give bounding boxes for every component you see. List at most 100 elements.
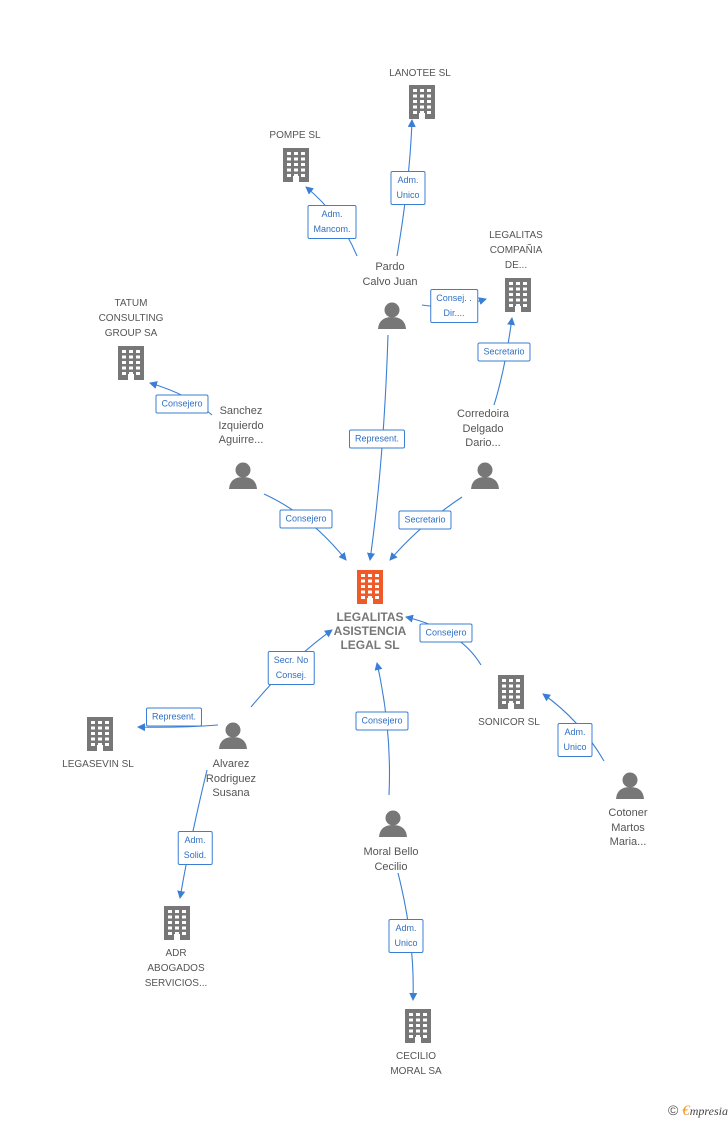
building-icon (405, 1009, 431, 1043)
edge-label-corredoira-to-legalitas_asistencia[interactable]: Secretario (398, 510, 452, 530)
edge-label-moral-to-legalitas_asistencia[interactable]: Consejero (355, 711, 409, 731)
edge-corredoira-to-legalitas_compania (493, 317, 516, 406)
edge-label-moral-to-cecilio_sa[interactable]: Adm.Unico (388, 919, 424, 953)
person-icon (378, 302, 406, 329)
edge-label-line: Represent. (354, 433, 400, 444)
edge-label-line: Consejero (361, 715, 403, 726)
edge-label-line: Unico (563, 742, 587, 752)
building-icon (87, 717, 113, 751)
node-label-line: Calvo Juan (362, 275, 418, 288)
node-label-line: LEGALITAS (489, 230, 543, 241)
node-label-line: Sanchez (219, 405, 263, 417)
node-legasevin[interactable]: LEGASEVIN SL (28, 757, 168, 772)
node-legalitas_compania[interactable]: LEGALITAS COMPAÑIA DE... (446, 228, 586, 273)
edge-label-line: Unico (396, 190, 420, 200)
node-sonicor[interactable]: SONICOR SL (439, 715, 579, 730)
edge-pardo-to-legalitas_asistencia (367, 334, 389, 561)
node-label-line: CONSULTING (98, 313, 164, 324)
edge-label-line: Secretario (483, 346, 525, 357)
edge-label-sanchez-to-tatum[interactable]: Consejero (155, 394, 209, 414)
node-label-line: COMPAÑIA (489, 245, 543, 256)
node-label-line: Delgado (462, 422, 504, 435)
node-label-line: LEGALITAS (336, 610, 404, 624)
edge-label-line: Consej. . (436, 293, 472, 303)
node-pompe[interactable]: POMPE SL (225, 128, 365, 143)
empresia-logo-icon: € (682, 1103, 690, 1119)
node-adr[interactable]: ADR ABOGADOS SERVICIOS... (106, 946, 246, 991)
building-icon (498, 675, 524, 709)
person-icon (219, 722, 247, 749)
node-label-line: MORAL SA (390, 1066, 442, 1077)
node-label-line: Pardo (375, 261, 405, 273)
edge-label-line: Represent. (151, 711, 197, 722)
person-icon (616, 772, 644, 799)
node-label-line: Corredoira (457, 408, 509, 420)
edge-label-line: Adm. (321, 209, 343, 219)
edge-label-line: Secretario (404, 514, 446, 525)
node-label-line: LEGASEVIN SL (62, 759, 134, 770)
edge-label-line: Consejero (161, 398, 203, 409)
node-label-line: POMPE SL (269, 130, 321, 141)
node-label-line: TATUM (114, 298, 148, 309)
edge-label-line: Adm. (564, 727, 586, 737)
node-label-line: Moral Bello (363, 846, 419, 858)
edge-label-line: Dir.... (443, 308, 465, 318)
edge-label-pardo-to-legalitas_compania[interactable]: Consej. . Dir.... (430, 289, 478, 323)
person-icon (229, 462, 257, 489)
node-label-line: CECILIO (395, 1051, 436, 1062)
edge-label-line: Secr. No (273, 655, 309, 665)
edge-label-line: Mancom. (313, 224, 351, 234)
edge-label-line: Solid. (183, 850, 207, 860)
node-label-line: SERVICIOS... (144, 978, 208, 989)
node-label-line: Rodriguez (205, 772, 257, 785)
edge-label-line: Adm. (397, 175, 419, 185)
edge-label-pardo-to-pompe[interactable]: Adm. Mancom. (307, 205, 357, 239)
node-label-line: Aguirre... (218, 434, 264, 446)
edge-label-sanchez-to-legalitas_asistencia[interactable]: Consejero (279, 509, 333, 529)
copyright-icon: © (667, 1102, 679, 1118)
building-icon (505, 278, 531, 312)
edge-label-cotoner-to-sonicor[interactable]: Adm. Unico (557, 723, 593, 757)
building-icon (118, 346, 144, 380)
node-lanotee[interactable]: LANOTEE SL (350, 66, 490, 81)
node-label-line: Maria... (609, 836, 647, 848)
node-label-line: Susana (212, 787, 250, 799)
node-cecilio_sa[interactable]: CECILIO MORAL SA (346, 1049, 486, 1079)
node-tatum[interactable]: TATUM CONSULTING GROUP SA (61, 296, 201, 341)
node-label-line: LANOTEE SL (389, 68, 451, 79)
edge-label-sonicor-to-legalitas_asistencia[interactable]: Consejero (419, 623, 473, 643)
edge-label-pardo-to-legalitas_asistencia[interactable]: Represent. (348, 429, 406, 449)
node-label-line: Cotoner (608, 807, 648, 819)
node-label-line: Dario... (465, 437, 501, 449)
node-label-line: DE... (504, 260, 528, 271)
node-label-line: ADR (165, 948, 187, 959)
node-label-line: Martos (611, 821, 645, 834)
node-label-line: ABOGADOS (147, 963, 205, 974)
node-label-line: SONICOR SL (478, 717, 540, 728)
edge-label-corredoira-to-legalitas_compania[interactable]: Secretario (477, 342, 531, 362)
edge-label-alvarez-to-adr[interactable]: Adm. Solid. (177, 831, 213, 865)
building-icon (357, 570, 383, 604)
brand-name: mpresia (689, 1104, 728, 1118)
edge-label-line: Consejero (425, 627, 467, 638)
building-icon (283, 148, 309, 182)
node-label-line: LEGAL SL (340, 638, 400, 652)
node-label-line: Izquierdo (218, 419, 264, 432)
building-icon (409, 85, 435, 119)
edge-label-line: Consejero (285, 513, 327, 524)
node-label-line: GROUP SA (104, 328, 158, 339)
edge-alvarez-to-legasevin (137, 723, 219, 732)
edge-label-alvarez-to-legasevin[interactable]: Represent. (145, 707, 203, 727)
edge-label-line: Adm. (184, 835, 206, 845)
person-icon (379, 810, 407, 837)
edge-label-pardo-to-lanotee[interactable]: Adm. Unico (390, 171, 426, 205)
building-icon (164, 906, 190, 940)
